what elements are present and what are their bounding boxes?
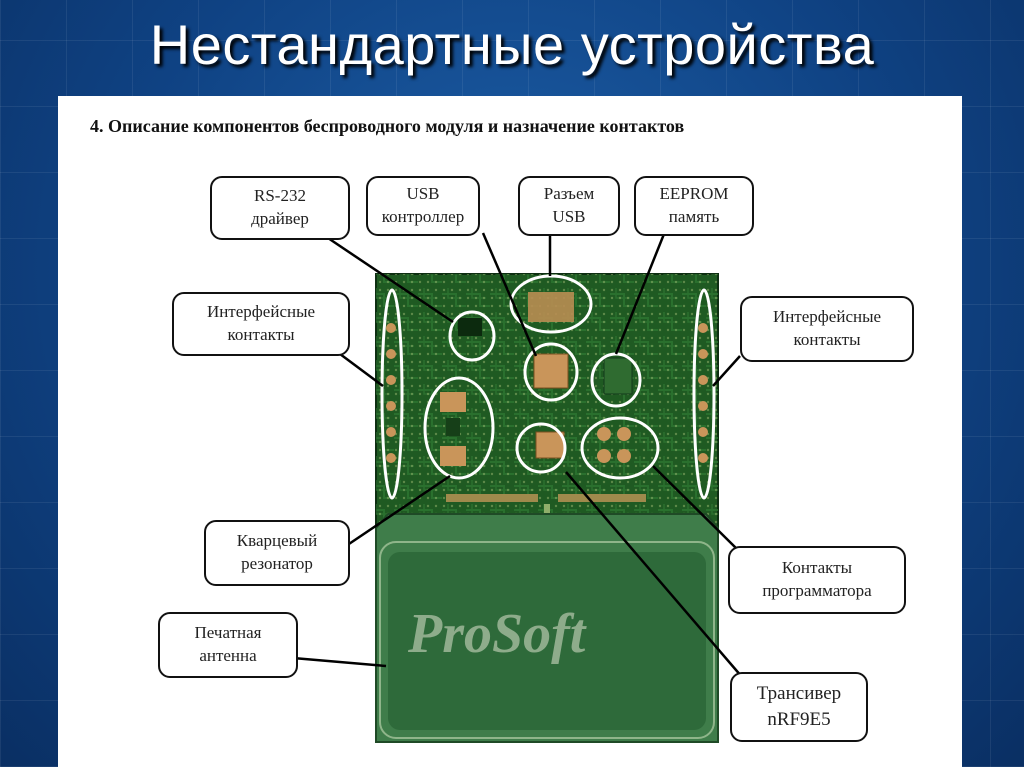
- callout-printed-antenna: Печатная антенна: [158, 612, 298, 678]
- callout-usb-connector: Разъем USB: [518, 176, 620, 236]
- eeprom-chip: [604, 358, 632, 394]
- callout-rs232-driver: RS-232 драйвер: [210, 176, 350, 240]
- callout-interface-contacts-left: Интерфейсные контакты: [172, 292, 350, 356]
- callout-transceiver: Трансивер nRF9E5: [730, 672, 868, 742]
- callout-programmer-contacts: Контакты программатора: [728, 546, 906, 614]
- transceiver-chip: [536, 432, 564, 458]
- callout-eeprom-memory: EEPROM память: [634, 176, 754, 236]
- prosoft-logo: ProSoft: [407, 603, 587, 665]
- callout-crystal-resonator: Кварцевый резонатор: [204, 520, 350, 586]
- usb-controller-chip: [534, 354, 568, 388]
- document-figure: 4. Описание компонентов беспроводного мо…: [58, 96, 962, 767]
- usb-connector-pads: [528, 292, 574, 322]
- slide-title: Нестандартные устройства: [0, 12, 1024, 77]
- rs232-chip: [458, 318, 482, 336]
- callout-usb-controller: USB контроллер: [366, 176, 480, 236]
- callout-interface-contacts-right: Интерфейсные контакты: [740, 296, 914, 362]
